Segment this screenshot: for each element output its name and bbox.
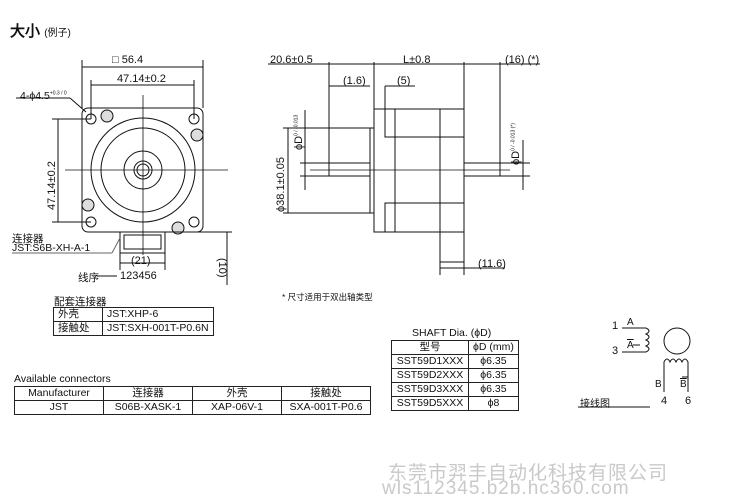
- dim-rear-dia: ϕD0 / -0.013 (*): [510, 123, 522, 165]
- dim-flange: (1.6): [343, 75, 366, 87]
- dim-square: □ 56.4: [112, 54, 144, 66]
- cell: JST: [14, 400, 104, 415]
- dim-holes: 4-ϕ4.5+0.3 / 0: [20, 90, 67, 102]
- dim-shaft-dia: ϕD0 / -0.013: [293, 115, 305, 150]
- wiring-diagram: [578, 327, 691, 408]
- dim-conn-height: (10): [216, 258, 228, 278]
- double-shaft-note: * 尺寸适用于双出轴类型: [282, 292, 373, 302]
- label-a: A: [627, 317, 634, 328]
- pin-4: 4: [661, 395, 668, 407]
- pin-3: 3: [612, 345, 619, 357]
- cell: 外壳: [53, 307, 103, 322]
- cell: SST59D3XXX: [391, 382, 469, 397]
- cell: 接触处: [53, 321, 103, 336]
- title: 大小: [10, 23, 41, 40]
- header-cell: 型号: [391, 340, 469, 355]
- shaft-title: SHAFT Dia. (ϕD): [412, 327, 492, 339]
- label-a-bar: A: [627, 340, 634, 351]
- title-note: (例子): [44, 28, 71, 39]
- header-cell: 外壳: [192, 386, 282, 401]
- dim-pilot: ϕ38.1±0.05: [275, 156, 287, 212]
- available-title: Available connectors: [14, 373, 111, 385]
- cell: S06B-XASK-1: [103, 400, 193, 415]
- header-cell: ϕD (mm): [468, 340, 519, 355]
- label-b: B: [655, 379, 662, 390]
- rear-dia: ϕD: [510, 150, 522, 165]
- label-b-bar: B: [680, 379, 687, 390]
- dim-rear-shaft: (16) (*): [505, 54, 540, 66]
- cell: JST:SXH-001T-P0.6N: [102, 321, 214, 336]
- watermark-company: 东莞市羿丰自动化科技有限公司: [388, 463, 669, 484]
- connector-label: 连接器: [12, 233, 44, 245]
- shaft-dia: ϕD: [293, 135, 305, 150]
- cell: ϕ6.35: [468, 368, 519, 383]
- side-view: [268, 62, 540, 275]
- cell: ϕ6.35: [468, 354, 519, 369]
- cell: SST59D2XXX: [391, 368, 469, 383]
- cell: XAP-06V-1: [192, 400, 282, 415]
- dim-pitch-h: 47.14±0.2: [117, 73, 166, 85]
- holes-text: 4-ϕ4.5: [20, 90, 50, 102]
- holes-tol: +0.3 / 0: [49, 90, 67, 97]
- cell: JST:XHP-6: [102, 307, 214, 322]
- page-title: 大小 (例子): [10, 20, 71, 41]
- header-cell: 接触处: [281, 386, 371, 401]
- cell: SST59D5XXX: [391, 396, 469, 411]
- dim-conn-width: (21): [131, 255, 151, 267]
- wiring-title: 接线图: [580, 399, 610, 410]
- cell: SXA-001T-P0.6: [281, 400, 371, 415]
- mating-title: 配套连接器: [54, 296, 107, 308]
- header-cell: 连接器: [103, 386, 193, 401]
- dim-body-len: L±0.8: [403, 54, 431, 66]
- shaft-tol: 0 / -0.013: [293, 114, 300, 136]
- dim-shaft-len: 20.6±0.5: [270, 54, 313, 66]
- pin-6: 6: [685, 395, 692, 407]
- rear-tol: 0 / -0.013 (*): [510, 123, 517, 151]
- cell: SST59D1XXX: [391, 354, 469, 369]
- wire-order: 123456: [120, 270, 157, 282]
- dim-pitch-v: 47.14±0.2: [46, 161, 58, 210]
- connector-part: JST:S6B-XH-A-1: [12, 242, 91, 254]
- dim-step: (5): [397, 75, 411, 87]
- header-cell: Manufacturer: [14, 386, 104, 401]
- pin-1: 1: [612, 320, 619, 332]
- dim-rear-len: (11.6): [478, 258, 506, 270]
- watermark-url: wls112345.b2b.hc360.com: [382, 478, 630, 499]
- cell: ϕ6.35: [468, 382, 519, 397]
- wire-order-label: 线序: [78, 272, 99, 284]
- cell: ϕ8: [468, 396, 519, 411]
- front-view: [12, 60, 232, 285]
